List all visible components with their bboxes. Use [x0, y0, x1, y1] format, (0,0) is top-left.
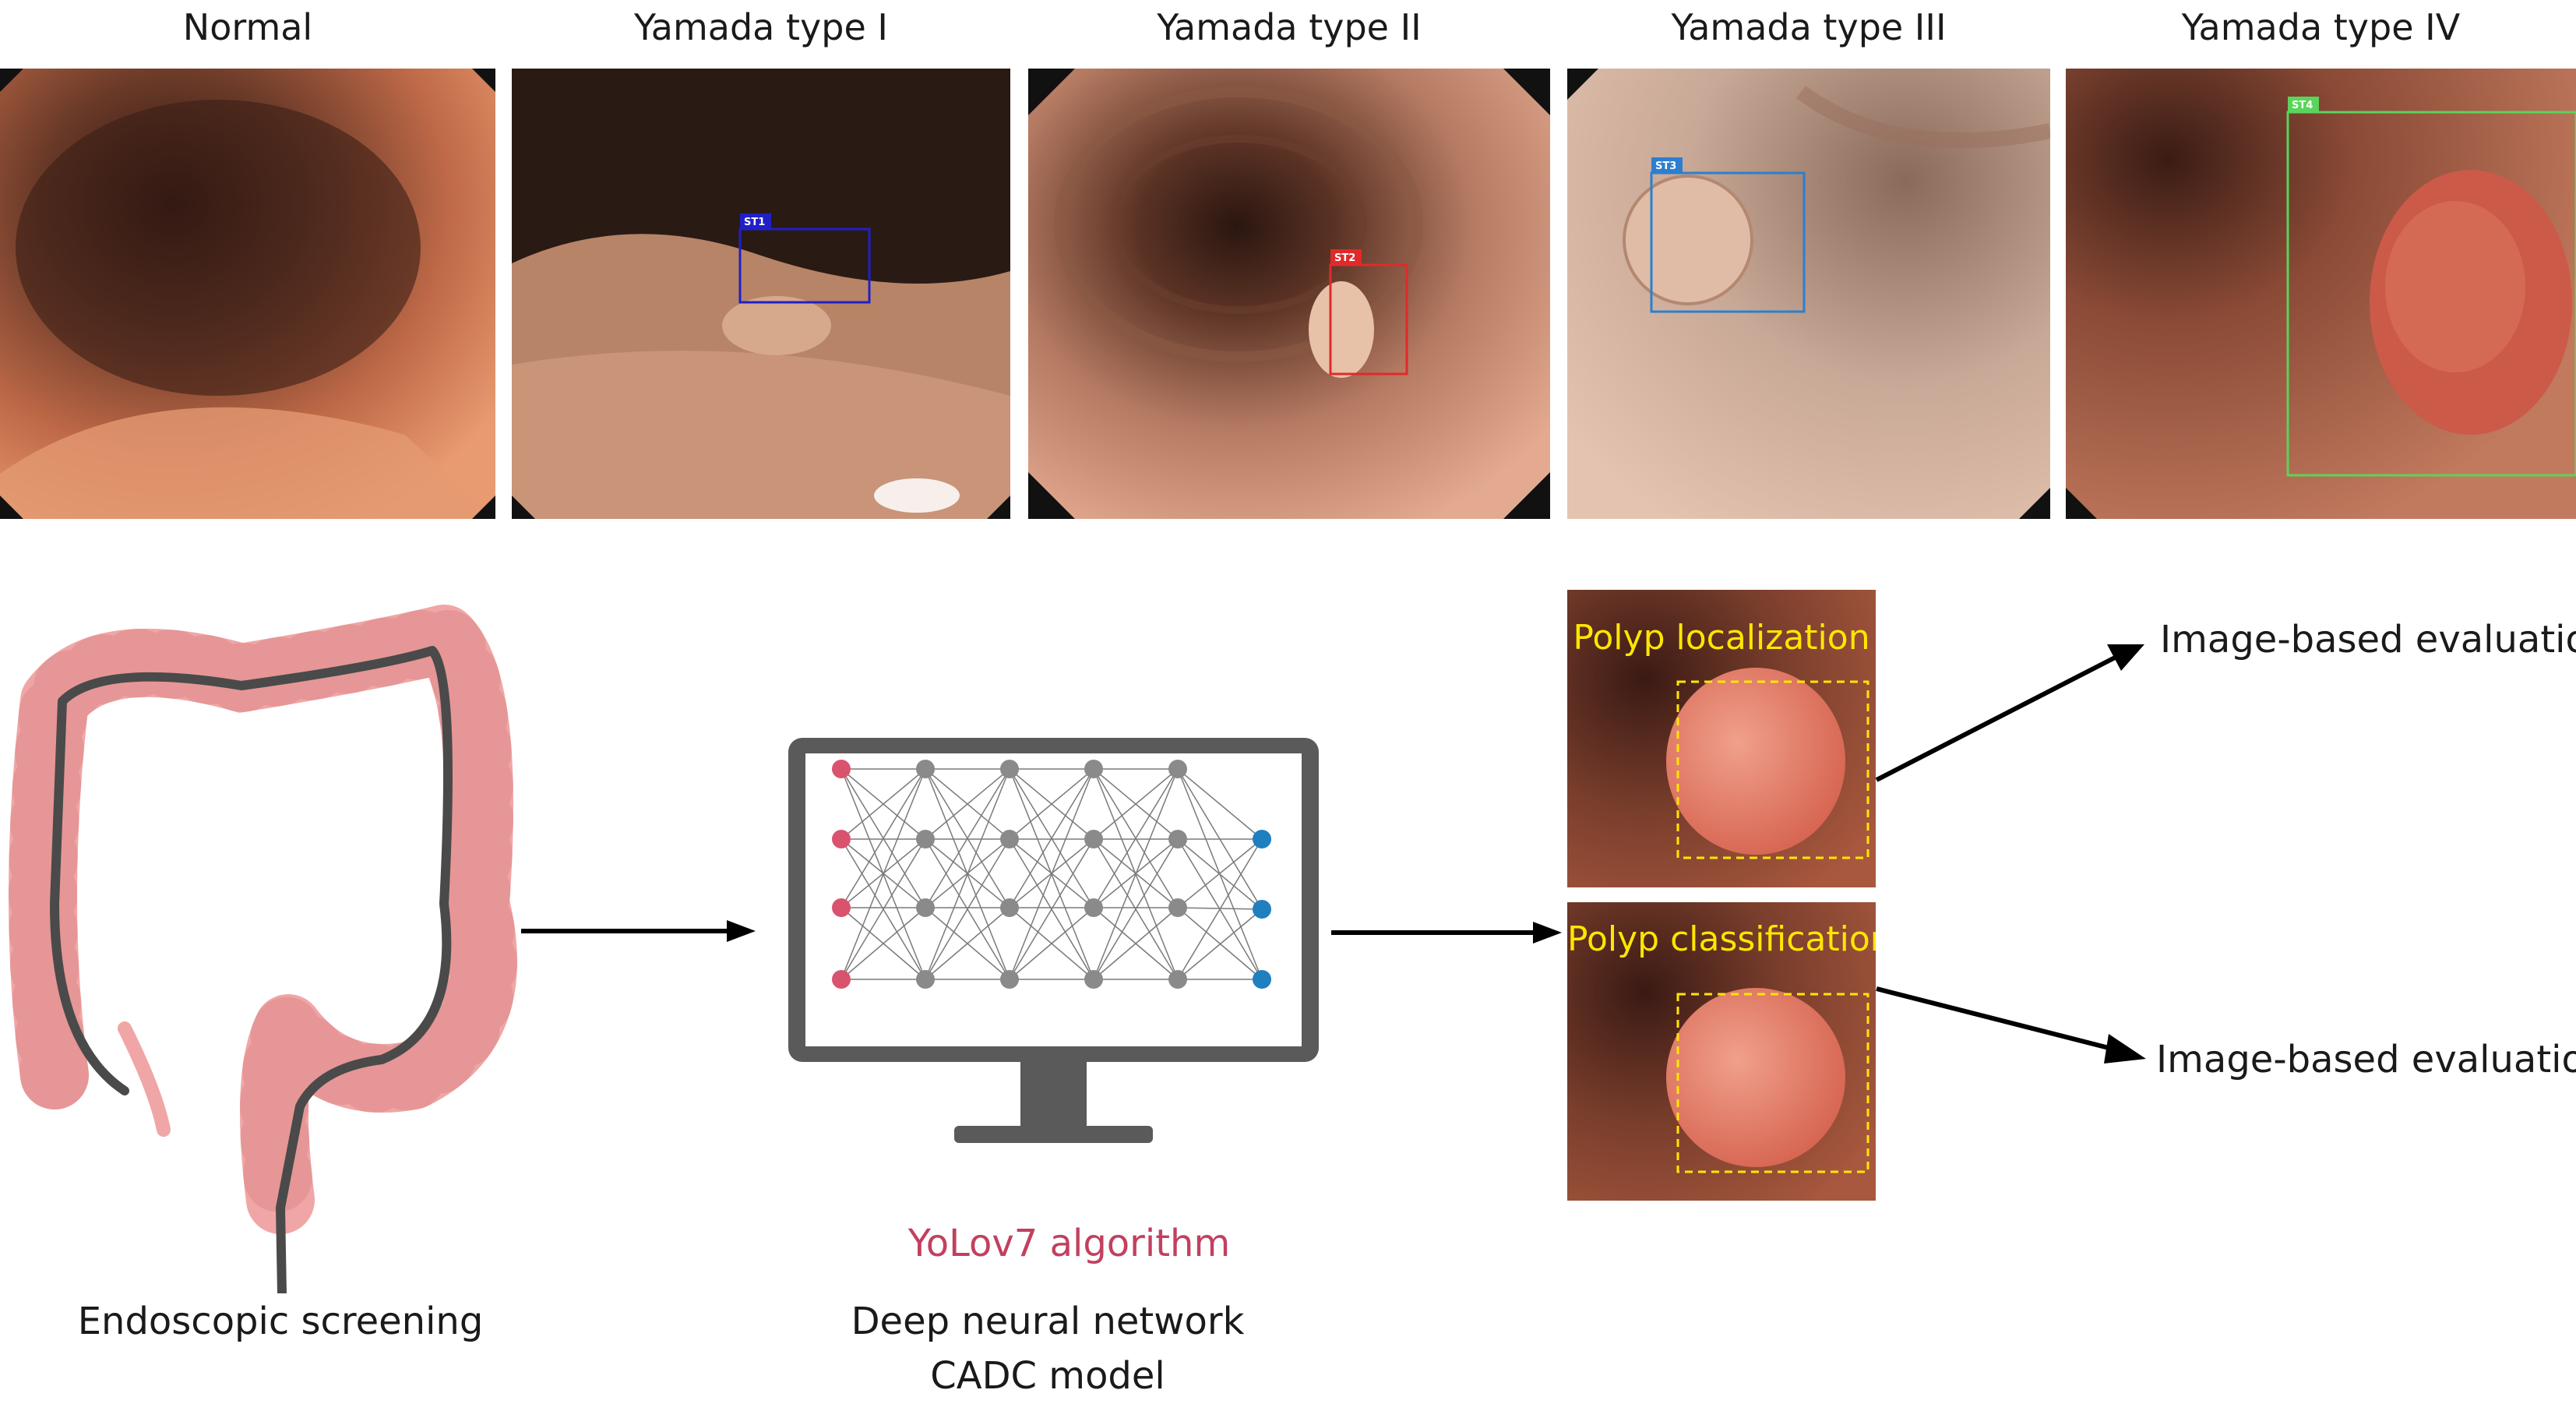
nn-edge: [1009, 768, 1094, 908]
nn-edge: [1177, 838, 1263, 910]
nn-hidden-node: [1000, 898, 1019, 917]
nn-hidden-node: [1000, 830, 1019, 848]
detection-label-st1: ST1: [744, 217, 765, 228]
nn-output-node: [1253, 830, 1271, 848]
nn-hidden-node: [916, 760, 935, 778]
nn-edge: [1177, 838, 1263, 908]
detection-label-st4: ST4: [2292, 100, 2313, 111]
caption-endoscopic-screening: Endoscopic screening: [77, 1300, 484, 1343]
arrow-colon-to-model: [521, 920, 756, 942]
nn-input-node: [832, 898, 851, 917]
algorithm-name: YoLov7 algorithm: [907, 1222, 1231, 1265]
nn-edge: [925, 768, 1010, 908]
task-title-classification: Polyp classification: [1567, 919, 1876, 959]
nn-edge: [925, 838, 1010, 980]
nn-edge: [1009, 768, 1094, 980]
endoscopy-image-normal: [0, 69, 495, 519]
nn-hidden-node: [1084, 898, 1103, 917]
evaluation-classification: Image-based evaluation: [2156, 1038, 2576, 1081]
model-line-1: Deep neural network: [851, 1300, 1245, 1343]
nn-hidden-node: [1168, 970, 1187, 989]
arrow-classification-to-evaluation: [1876, 986, 2146, 1064]
arrow-localization-to-evaluation: [1875, 644, 2144, 782]
nn-hidden-node: [1168, 830, 1187, 848]
nn-input-node: [832, 760, 851, 778]
nn-edge: [840, 838, 926, 980]
endoscopy-image-yamada-2: ST2: [1028, 69, 1550, 519]
output-localization: Polyp localization: [1567, 590, 1876, 887]
nn-hidden-node: [1084, 830, 1103, 848]
nn-edge: [1093, 907, 1179, 980]
endoscopy-image-yamada-1: ST1: [512, 69, 1010, 519]
nn-hidden-node: [1168, 760, 1187, 778]
nn-edge: [1093, 768, 1179, 908]
nn-edge: [1009, 838, 1094, 980]
nn-output-node: [1253, 970, 1271, 989]
evaluation-localization: Image-based evaluation: [2160, 618, 2576, 661]
detection-label-st2: ST2: [1334, 252, 1355, 264]
nn-input-node: [832, 970, 851, 989]
panel-title-normal: Normal: [182, 6, 313, 48]
nn-edge: [840, 768, 926, 980]
endoscopy-image-yamada-4: ST4: [2066, 69, 2576, 519]
nn-edge: [1009, 907, 1094, 980]
nn-hidden-node: [1084, 970, 1103, 989]
nn-hidden-node: [916, 970, 935, 989]
output-classification: Polyp classification: [1567, 902, 1876, 1201]
nn-hidden-node: [916, 830, 935, 848]
nn-edge: [1093, 768, 1179, 980]
model-line-2: CADC model: [930, 1354, 1165, 1398]
nn-edge: [1177, 908, 1263, 980]
nn-hidden-node: [1000, 970, 1019, 989]
endoscopy-image-yamada-3: ST3: [1567, 69, 2050, 519]
nn-edge: [1177, 907, 1263, 980]
task-title-localization: Polyp localization: [1573, 618, 1870, 658]
monitor-neural-network: [787, 736, 1320, 1173]
panel-title-yamada-1: Yamada type I: [634, 6, 888, 48]
nn-input-node: [832, 830, 851, 848]
nn-edge: [925, 768, 1010, 840]
panel-title-yamada-4: Yamada type IV: [2181, 6, 2461, 48]
panel-title-yamada-3: Yamada type III: [1671, 6, 1947, 48]
nn-hidden-node: [1084, 760, 1103, 778]
nn-edge: [1093, 768, 1179, 840]
nn-edge: [925, 768, 1010, 980]
nn-output-node: [1253, 900, 1271, 919]
colon-illustration: [8, 592, 522, 1298]
nn-hidden-node: [1168, 898, 1187, 917]
nn-edge: [840, 768, 926, 840]
nn-hidden-node: [1000, 760, 1019, 778]
nn-edge: [1177, 838, 1263, 980]
arrow-model-to-outputs: [1331, 922, 1562, 944]
nn-hidden-node: [916, 898, 935, 917]
nn-edge: [840, 907, 926, 980]
panel-title-yamada-2: Yamada type II: [1157, 6, 1422, 48]
nn-edge: [1093, 838, 1179, 980]
nn-edge: [1009, 768, 1094, 840]
detection-label-st3: ST3: [1655, 161, 1676, 172]
nn-edge: [1177, 768, 1263, 840]
nn-edge: [925, 907, 1010, 980]
nn-edge: [840, 768, 926, 908]
